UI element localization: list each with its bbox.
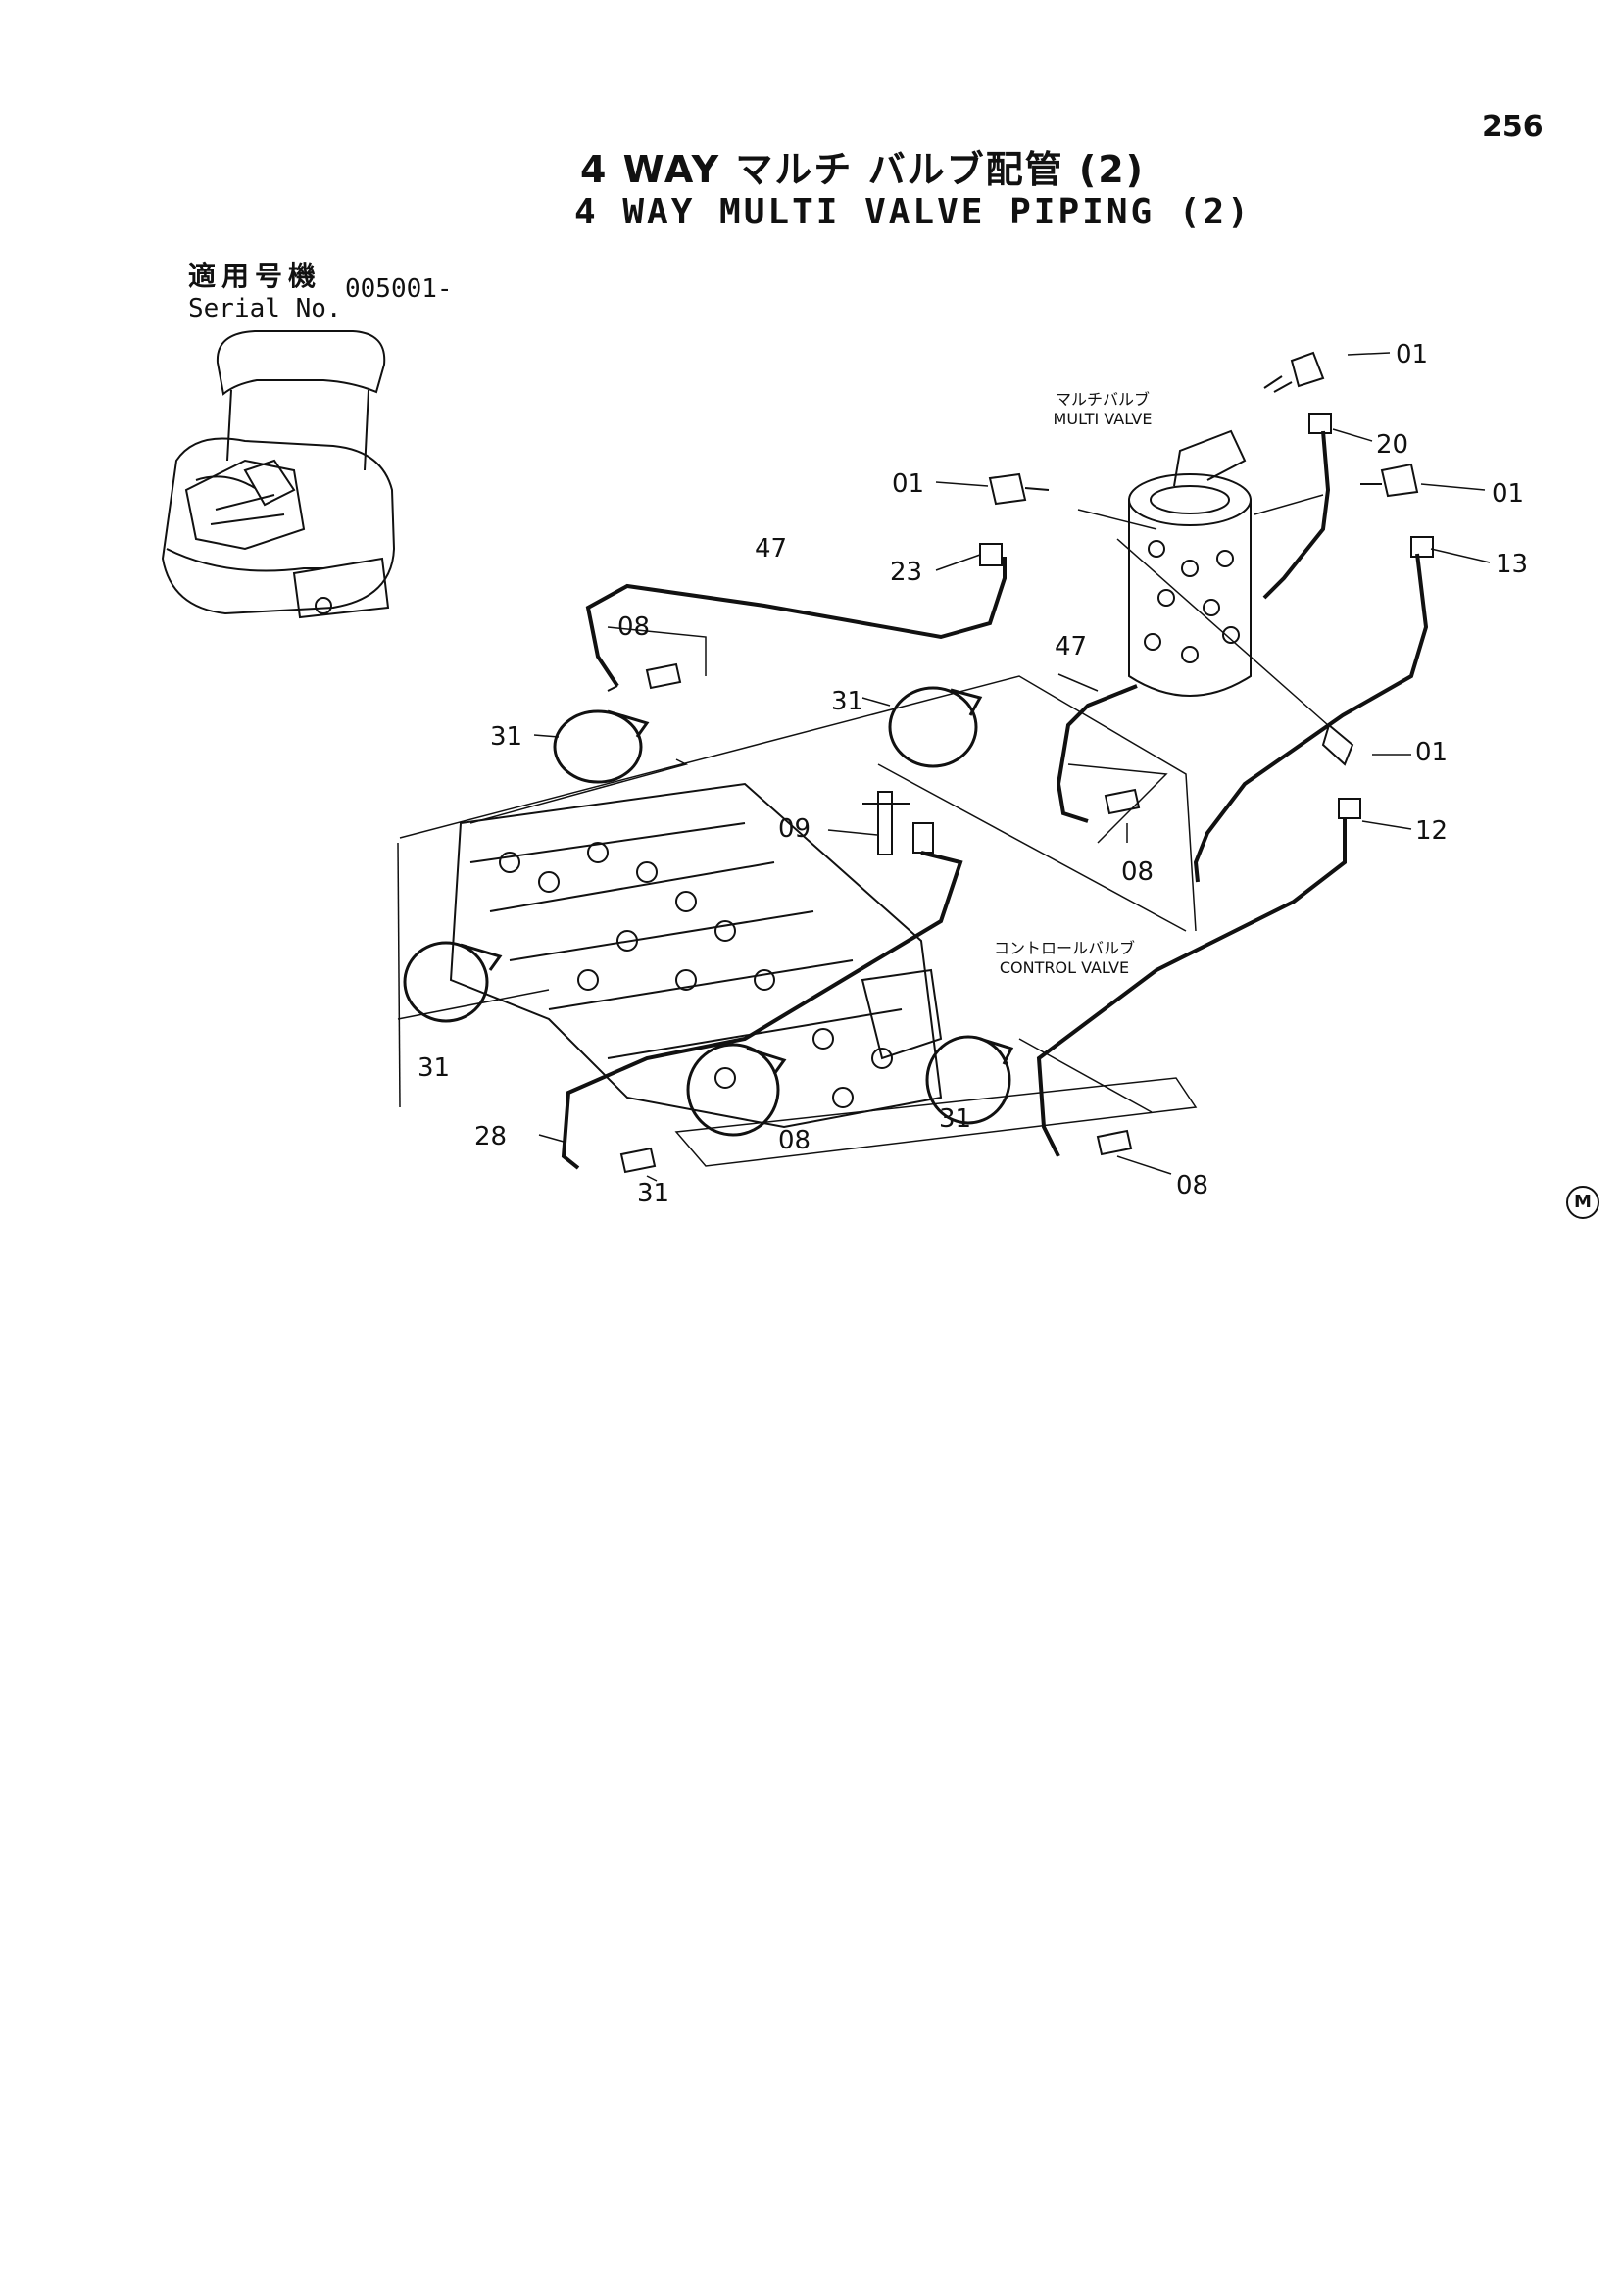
callout-leaders [533, 352, 1491, 1182]
multi-valve-label: マルチバルブ MULTI VALVE [1039, 390, 1166, 429]
part-callout-23: 23 [890, 558, 922, 587]
serial-number-value: 005001- [345, 274, 453, 304]
control-valve-label-en: CONTROL VALVE [999, 958, 1130, 977]
part-callout-01: 01 [1415, 738, 1448, 767]
multi-valve-label-en: MULTI VALVE [1053, 410, 1153, 428]
part-callout-28: 28 [474, 1122, 507, 1151]
control-valve-label: コントロールバルブ CONTROL VALVE [966, 939, 1162, 978]
part-callout-31: 31 [418, 1053, 450, 1083]
hose-28 [561, 851, 963, 1170]
part-callout-08: 08 [778, 1126, 811, 1155]
part-callout-20: 20 [1376, 430, 1408, 460]
hose-13 [1193, 553, 1429, 883]
part-callout-01: 01 [892, 469, 924, 499]
part-callout-09: 09 [778, 814, 811, 844]
excavator-thumbnail [161, 330, 396, 619]
part-callout-31: 31 [939, 1104, 971, 1134]
part-callout-31: 31 [490, 722, 522, 752]
connector-08-group [619, 662, 1141, 1174]
title-english: 4 WAY MULTI VALVE PIPING (2) [574, 192, 1252, 232]
serial-label-english: Serial No. [188, 294, 342, 323]
part-callout-labels: 01 20 01 01 13 47 23 08 47 31 31 09 01 12 08 31 28 08 31 31… [418, 340, 1528, 1208]
part-callout-12: 12 [1415, 816, 1448, 846]
part-callout-08: 08 [1176, 1171, 1208, 1200]
maker-mark-icon: M [1566, 1186, 1599, 1219]
part-callout-47: 47 [755, 534, 787, 563]
page-number: 256 [1482, 110, 1544, 144]
hose-47-upper [585, 557, 1007, 692]
clamp-31-group [403, 686, 1014, 1137]
fittings [862, 351, 1434, 855]
part-callout-01: 01 [1492, 479, 1524, 509]
leader-lines [397, 494, 1329, 1167]
hose-47-right [1056, 684, 1138, 823]
title-japanese: 4 WAY マルチ バルブ配管 (2) [580, 148, 1146, 191]
serial-label-japanese: 適用号機 [188, 260, 322, 292]
part-callout-08: 08 [617, 612, 650, 642]
part-callout-31: 31 [637, 1179, 669, 1208]
part-callout-13: 13 [1496, 550, 1528, 579]
multi-valve-body [1128, 429, 1252, 697]
multi-valve-label-jp: マルチバルブ [1055, 390, 1150, 409]
part-callout-08: 08 [1121, 857, 1154, 887]
hose-20 [1262, 430, 1331, 600]
part-callout-31: 31 [831, 687, 863, 716]
hose-12 [1036, 818, 1347, 1157]
part-callout-01: 01 [1396, 340, 1428, 369]
part-callout-47: 47 [1055, 632, 1087, 661]
control-valve-label-jp: コントロールバルブ [993, 939, 1135, 957]
control-valve-body [449, 782, 943, 1129]
